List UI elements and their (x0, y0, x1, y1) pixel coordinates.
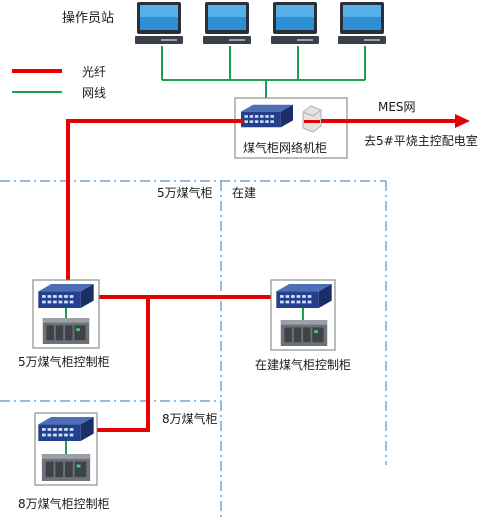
cabinet-8wan-plc-icon (41, 454, 91, 481)
cabinet-8wan-switch-icon (38, 417, 94, 441)
workstation-2-icon (203, 2, 251, 44)
cabinet-8wan: 8万煤气柜控制柜 (18, 412, 110, 511)
cabinet-uc-switch-icon (276, 284, 332, 308)
fiber-converter-icon (302, 105, 322, 133)
zone-5wan-label: 5万煤气柜 (157, 185, 213, 200)
workstation-ethernet-links (161, 46, 366, 98)
zone-5wan-note: 在建 (232, 186, 256, 200)
mes-arrow-icon (455, 114, 470, 128)
workstation-group (135, 2, 386, 44)
cabinet-8wan-label: 8万煤气柜控制柜 (18, 496, 110, 511)
workstation-1-icon (135, 2, 183, 44)
legend-fiber-label: 光纤 (82, 65, 106, 79)
cabinet-5wan-plc-icon (42, 318, 90, 344)
legend-ethernet-label: 网线 (82, 86, 106, 100)
mes-label: MES网 (378, 100, 416, 114)
legend: 光纤 网线 (12, 65, 106, 100)
cabinet-switch-icon (241, 104, 293, 128)
cabinet-under-construction-label: 在建煤气柜控制柜 (255, 357, 351, 372)
network-cabinet-label: 煤气柜网络机柜 (243, 140, 327, 155)
cabinet-5wan: 5万煤气柜控制柜 (18, 279, 110, 369)
fiber-links (66, 119, 457, 432)
cabinet-under-construction: 在建煤气柜控制柜 (255, 279, 351, 372)
cabinet-uc-plc-icon (280, 320, 328, 346)
cabinet-5wan-label: 5万煤气柜控制柜 (18, 354, 110, 369)
workstation-3-icon (271, 2, 319, 44)
cabinet-5wan-switch-icon (38, 284, 94, 308)
workstation-4-icon (338, 2, 386, 44)
zone-boundaries (0, 180, 387, 518)
zone-8wan-label: 8万煤气柜 (162, 411, 218, 426)
network-cabinet: 煤气柜网络机柜 (234, 97, 348, 159)
operator-station-title: 操作员站 (62, 10, 114, 26)
mes-destination-label: 去5#平烧主控配电室 (364, 133, 478, 148)
